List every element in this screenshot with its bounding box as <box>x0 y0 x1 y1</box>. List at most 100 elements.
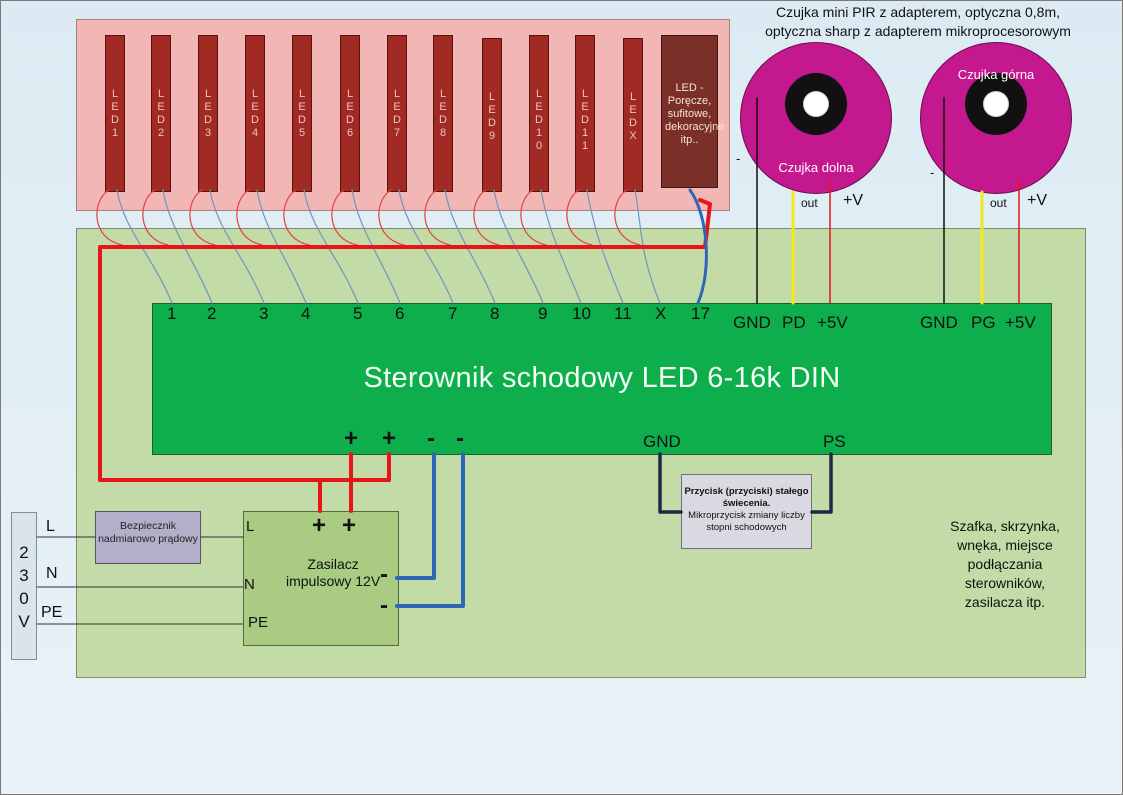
sensor-note-line-2: optyczna sharp z adapterem mikroprocesor… <box>765 23 1071 39</box>
lower-sensor-terminal-pd: PD <box>782 313 806 332</box>
led-strip-label: LED7 <box>393 88 401 139</box>
led-strip-label: LED2 <box>157 88 165 139</box>
led-strip-label: LED3 <box>204 88 212 139</box>
button-terminal-gnd: GND <box>643 432 681 451</box>
mains-line-l: L <box>46 518 55 535</box>
extra-led-return-wire <box>688 188 708 305</box>
upper-sensor-terminal-pg: PG <box>971 313 996 332</box>
mains-230v: 2 3 0 V <box>11 512 37 660</box>
upper-sensor-lens <box>983 91 1009 117</box>
led-positive-wire-3 <box>189 189 216 246</box>
led-positive-wire-1 <box>96 189 123 246</box>
led-return-wire-7 <box>398 189 454 304</box>
negative-wire-2 <box>395 452 465 608</box>
mains-line-n: N <box>46 565 58 582</box>
upper-sensor-minus: - <box>930 165 935 180</box>
psu-output-plus-2: + <box>342 512 357 539</box>
controller-power-plus-1: + <box>344 425 359 452</box>
led-terminal-7: 7 <box>448 304 458 323</box>
lower-sensor-label: Czujka dolna <box>778 160 854 175</box>
lower-sensor-lens-ring <box>785 73 847 135</box>
controller-title: Sterownik schodowy LED 6-16k DIN <box>363 362 841 394</box>
cabinet-note: Szafka, skrzynka, wnęka, miejsce podłącz… <box>950 518 1060 610</box>
mains-char-0: 0 <box>19 589 29 608</box>
led-terminal-x: X <box>655 304 667 323</box>
power-supply: Zasilacz impulsowy 12V <box>243 511 399 646</box>
led-strip-1: LED1 <box>105 35 125 192</box>
controller-power-minus-2: - <box>456 425 464 452</box>
led-return-wire-8 <box>444 189 496 304</box>
led-positive-wire-6 <box>331 189 358 246</box>
led-return-wire-5 <box>303 189 359 304</box>
mains-char-2: 2 <box>19 543 29 562</box>
led-strip-label: LED1 <box>111 88 119 139</box>
led-terminal-3: 3 <box>259 304 269 323</box>
led-return-wire-2 <box>162 189 213 304</box>
led-positive-wire-2 <box>142 189 169 246</box>
led-strip-label: LED9 <box>488 91 496 142</box>
extra-led-box: LED - Poręcze, sufitowe, dekoracyjne itp… <box>661 35 724 188</box>
led-terminal-4: 4 <box>301 304 311 323</box>
led-strip-label: LED8 <box>439 88 447 139</box>
led-strip-label: LED5 <box>298 88 306 139</box>
led-strip-label: LED4 <box>251 88 259 139</box>
lower-sensor-terminal-gnd: GND <box>733 313 771 332</box>
led-strip-label: LED10 <box>535 88 543 152</box>
led-terminal-17: 17 <box>691 304 710 323</box>
psu-input-pe: PE <box>248 614 269 631</box>
sensor-note-line-1: Czujka mini PIR z adapterem, optyczna 0,… <box>775 4 1060 20</box>
led-return-wire-10 <box>540 189 582 304</box>
button-gnd-wire <box>658 452 683 514</box>
led-strip-6: LED6 <box>340 35 360 192</box>
psu-output-plus-1: + <box>312 512 327 539</box>
lower-sensor-out: out <box>801 196 818 210</box>
lower-sensor-minus: - <box>736 151 741 166</box>
led-terminal-5: 5 <box>353 304 363 323</box>
upper-sensor-plus: +V <box>1027 192 1048 209</box>
upper-sensor-terminal-plus5v: +5V <box>1005 313 1036 332</box>
button-terminal-ps: PS <box>823 432 846 451</box>
led-strip-label: LEDX <box>629 91 637 142</box>
led-strip-10: LED10 <box>529 35 549 192</box>
led-positive-wire-8 <box>424 189 451 246</box>
upper-sensor-out: out <box>990 196 1007 210</box>
led-strip-12: LEDX <box>623 38 643 192</box>
lower-sensor-terminal-plus5v: +5V <box>817 313 848 332</box>
led-return-wire-3 <box>209 189 265 304</box>
led-return-wire-12 <box>634 189 661 304</box>
controller-power-plus-2: + <box>382 425 397 452</box>
psu-input-n: N <box>244 576 255 593</box>
led-terminal-8: 8 <box>490 304 500 323</box>
controller-power-minus-1: - <box>427 425 435 452</box>
negative-wire-1 <box>395 452 436 580</box>
led-return-wire-4 <box>256 189 307 304</box>
led-strip-8: LED8 <box>433 35 453 192</box>
led-positive-wire-7 <box>378 189 405 246</box>
psu-output-minus-2: - <box>380 592 388 619</box>
lower-sensor-plus: +V <box>843 192 864 209</box>
psu-title: Zasilacz impulsowy 12V <box>286 556 380 590</box>
mains-line-pe: PE <box>41 604 63 621</box>
led-terminal-11: 11 <box>614 304 632 323</box>
positive-bus-wire <box>98 198 712 482</box>
led-positive-wire-9 <box>473 189 500 246</box>
upper-sensor: Czujka górna <box>920 42 1072 194</box>
led-return-wire-9 <box>493 189 544 304</box>
circuit-breaker: Bezpiecznik nadmiarowo prądowy <box>95 511 201 564</box>
upper-sensor-label: Czujka górna <box>957 67 1035 82</box>
led-positive-wire-12 <box>614 189 641 246</box>
led-positive-wire-4 <box>236 189 263 246</box>
psu-input-l: L <box>246 518 255 535</box>
led-terminal-2: 2 <box>207 304 217 323</box>
led-strip-9: LED9 <box>482 38 502 192</box>
led-terminal-1: 1 <box>167 304 177 323</box>
led-strip-label: LED11 <box>581 88 589 152</box>
sensor-types-note: Czujka mini PIR z adapterem, optyczna 0,… <box>740 3 1096 41</box>
stair-controller: Sterownik schodowy LED 6-16k DIN <box>152 303 1052 455</box>
lower-sensor: Czujka dolna <box>740 42 892 194</box>
led-positive-wire-5 <box>283 189 310 246</box>
led-return-wire-11 <box>586 189 624 304</box>
led-terminal-10: 10 <box>572 304 591 323</box>
